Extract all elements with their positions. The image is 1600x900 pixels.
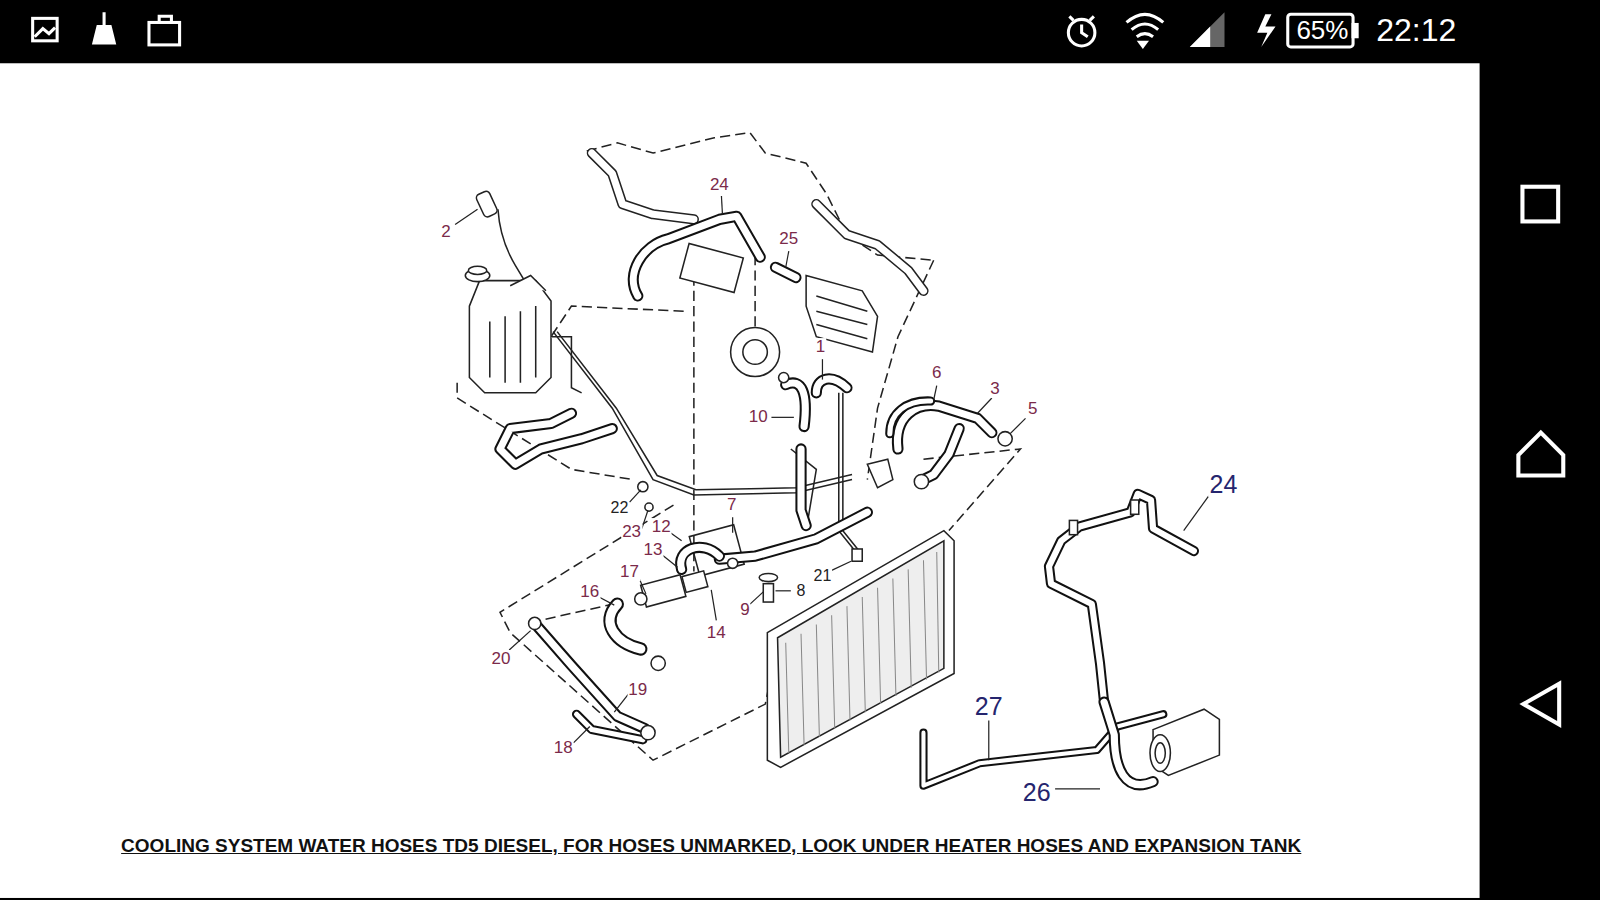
callout-number: 8 <box>796 582 807 599</box>
callout-number: 3 <box>989 380 1000 398</box>
callout-number: 14 <box>706 624 727 642</box>
callout-number: 27 <box>974 693 1004 719</box>
callout-number: 16 <box>579 583 600 601</box>
callout-number: 20 <box>491 650 512 668</box>
callout-number: 25 <box>778 230 799 248</box>
callout-number: 23 <box>621 523 642 541</box>
callout-number: 26 <box>1022 779 1052 805</box>
callout-number: 22 <box>609 500 629 517</box>
callout-number: 7 <box>726 496 737 514</box>
callout-number: 17 <box>619 564 640 582</box>
callout-number: 10 <box>748 408 769 426</box>
callout-number: 6 <box>931 365 942 383</box>
callout-number: 9 <box>739 601 750 619</box>
callout-number: 1 <box>815 338 826 356</box>
figure-caption: COOLING SYSTEM WATER HOSES TD5 DIESEL, F… <box>121 835 1301 857</box>
battery-level: 65% <box>1295 17 1349 44</box>
callout-number: 2 <box>440 223 451 241</box>
callout-number: 24 <box>709 176 730 194</box>
clock-time: 22:12 <box>1375 14 1457 48</box>
callout-number: 21 <box>813 567 833 584</box>
callout-number: 24 <box>1209 471 1239 497</box>
callout-number: 5 <box>1027 400 1038 418</box>
callout-number: 13 <box>643 541 664 559</box>
callout-number: 19 <box>627 681 648 699</box>
callout-number: 12 <box>651 518 672 536</box>
callout-number: 18 <box>553 739 574 757</box>
